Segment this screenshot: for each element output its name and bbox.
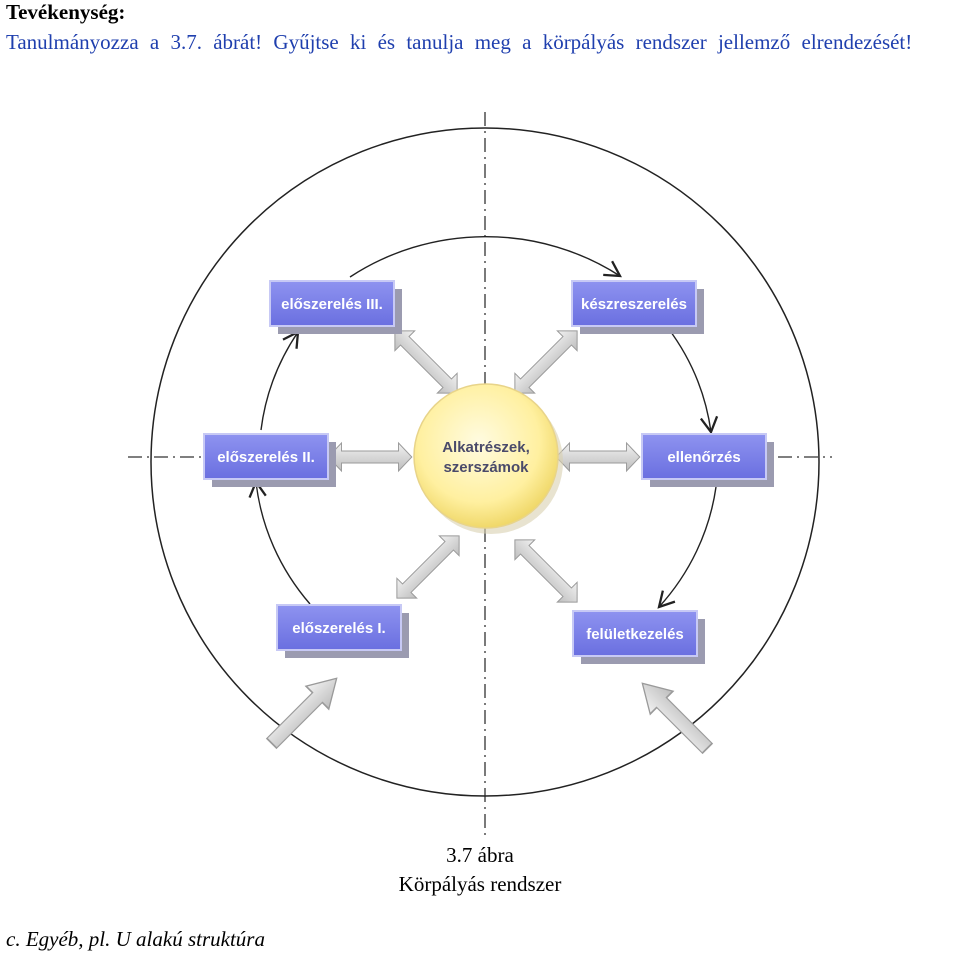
- station-feluletkezeles: felületkezelés: [572, 610, 705, 664]
- station-eloszereles-1: előszerelés I.: [276, 604, 409, 658]
- station-keszreszereles: készreszerelés: [571, 280, 704, 334]
- station-eloszereles-2: előszerelés II.: [203, 433, 336, 487]
- center-label-line2: szerszámok: [443, 459, 529, 476]
- flow-arc-top: [349, 236, 622, 278]
- station-label: felületkezelés: [586, 626, 684, 643]
- station-label: előszerelés III.: [281, 296, 383, 313]
- outer-circle: [150, 127, 820, 797]
- center-label-line1: Alkatrészek,: [442, 439, 530, 456]
- instruction-text: Tanulmányozza a 3.7. ábrát! Gyűjtse ki é…: [6, 30, 913, 54]
- input-arrow: [259, 666, 349, 756]
- flow-arc-left-upper: [260, 330, 300, 431]
- center-storage: Alkatrészek, szerszámok: [413, 383, 563, 534]
- station-label: ellenőrzés: [667, 449, 740, 466]
- station-eloszereles-3: előszerelés III.: [269, 280, 402, 334]
- next-section-heading: c. Egyéb, pl. U alakú struktúra: [6, 927, 265, 951]
- station-ellenorzes: ellenőrzés: [641, 433, 774, 487]
- double-arrow-right: [555, 442, 641, 472]
- flow-arc-right-lower: [657, 486, 717, 609]
- station-label: előszerelés II.: [217, 449, 315, 466]
- double-arrow-lower-right: [504, 529, 588, 613]
- station-label: előszerelés I.: [292, 620, 385, 637]
- double-arrow-lower-left: [386, 525, 470, 609]
- flow-arc-right-upper: [667, 327, 719, 435]
- flow-arc-left-lower: [248, 479, 311, 605]
- activity-title: Tevékenység:: [6, 0, 126, 24]
- station-label: készreszerelés: [581, 296, 687, 313]
- figure-number: 3.7 ábra: [446, 843, 514, 867]
- double-arrow-left: [327, 442, 413, 472]
- output-arrow: [630, 671, 720, 761]
- figure-caption: Körpályás rendszer: [398, 872, 562, 896]
